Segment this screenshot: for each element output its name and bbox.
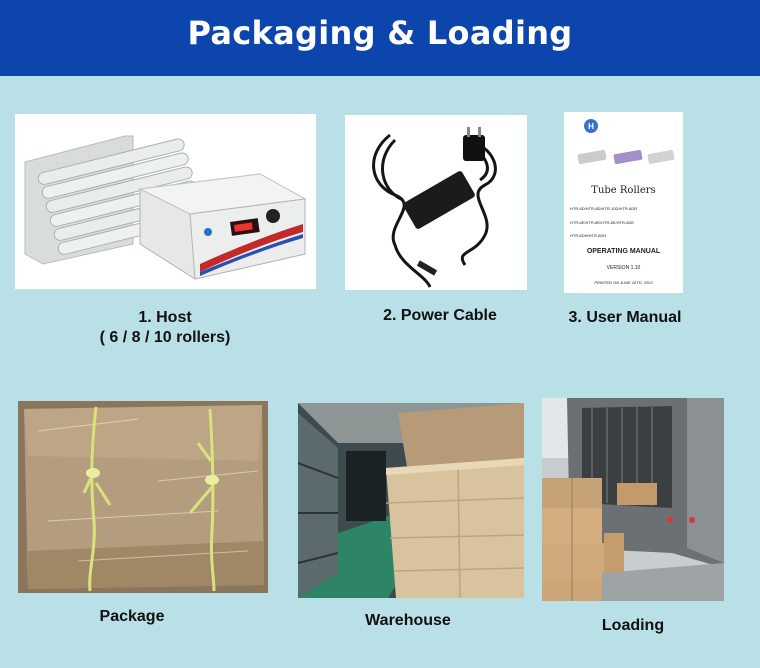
manual-title: Tube Rollers bbox=[591, 185, 656, 196]
manual-model-2: HTR-6E/HTR-8E/HTR-6E/HTR-6DE bbox=[570, 220, 635, 225]
user-manual-image: H Tube Rollers HTR-6D/HTR-8D/HTR-10D/HTR… bbox=[564, 112, 683, 293]
host-caption-line2: ( 6 / 8 / 10 rollers) bbox=[99, 329, 231, 346]
user-manual-caption: 3. User Manual bbox=[568, 309, 682, 326]
host-caption-line1: 1. Host bbox=[138, 309, 192, 326]
power-cable-image bbox=[345, 115, 527, 290]
power-cable-caption: 2. Power Cable bbox=[383, 307, 497, 324]
host-image bbox=[15, 114, 316, 289]
warehouse-caption: Warehouse bbox=[365, 612, 451, 629]
host-caption: 1. Host ( 6 / 8 / 10 rollers) bbox=[60, 308, 270, 348]
svg-text:H: H bbox=[588, 122, 594, 131]
warehouse-image bbox=[298, 403, 524, 598]
manual-printed: PRINTED ON JUNE 10TH, 2023 bbox=[594, 280, 653, 285]
title-banner: Packaging & Loading bbox=[0, 0, 760, 76]
page-title: Packaging & Loading bbox=[187, 14, 573, 52]
manual-model-3: HTR-6DH/HTR-8DH bbox=[570, 233, 607, 238]
manual-model-1: HTR-6D/HTR-8D/HTR-10D/HTR-6DR bbox=[570, 206, 638, 211]
loading-caption: Loading bbox=[601, 617, 665, 634]
manual-heading: OPERATING MANUAL bbox=[586, 248, 661, 255]
package-image bbox=[18, 401, 268, 593]
package-caption: Package bbox=[99, 608, 165, 625]
loading-image bbox=[542, 398, 724, 601]
manual-version: VERSION 1.10 bbox=[606, 265, 641, 271]
